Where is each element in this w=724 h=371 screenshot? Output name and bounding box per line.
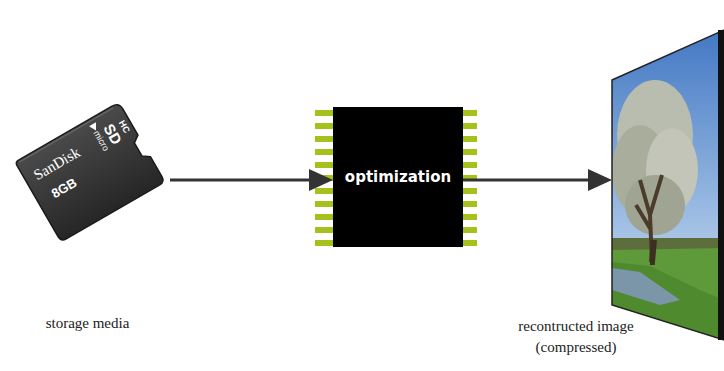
brand-text: SanDisk — [31, 145, 83, 183]
image-display: recontructed image (compressed) — [612, 30, 724, 345]
connector-line — [463, 179, 590, 182]
processor-chip: optimization — [333, 107, 463, 247]
arrowhead — [588, 169, 612, 191]
node-label: recontructed image (compressed) — [501, 316, 651, 358]
storage-node: storage media — [5, 95, 170, 340]
capacity-text: 8GB — [49, 176, 79, 201]
arrowhead — [309, 169, 333, 191]
memory-card — [15, 102, 165, 242]
arrow-connector — [463, 169, 612, 191]
node-label: storage media — [5, 313, 170, 334]
connector-line — [170, 179, 311, 182]
node-label: optimization — [345, 167, 451, 188]
arrow-connector — [170, 169, 333, 191]
photo — [612, 20, 724, 350]
